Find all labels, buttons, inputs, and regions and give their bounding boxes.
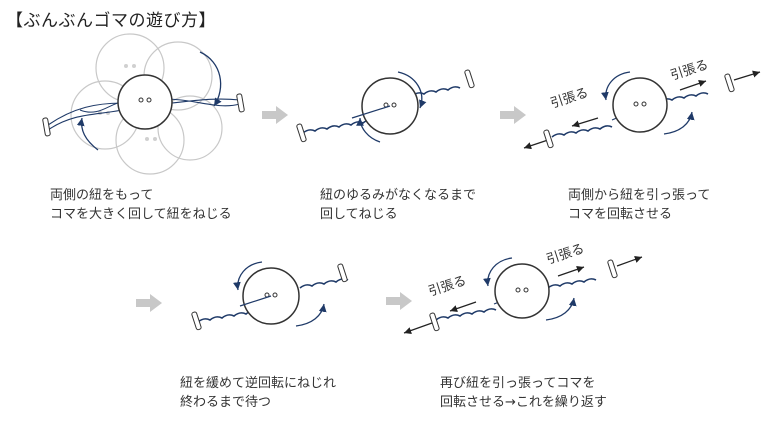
step1-illustration: [42, 33, 245, 175]
step-arrow-3: [136, 294, 162, 312]
step4-illustration: [191, 261, 349, 331]
step5-caption: 再び紐を引っ張ってコマを 回転させる→これを繰り返す: [440, 376, 607, 410]
step3-illustration: 引張る 引張る: [523, 57, 761, 150]
step3-caption: 両側から紐を引っ張って コマを回転させる: [568, 188, 711, 222]
step2-illustration: [296, 69, 475, 143]
pull-label-right: 引張る: [669, 57, 711, 83]
page-title: 【ぶんぶんゴマの遊び方】: [6, 11, 216, 31]
step-arrow-4: [386, 292, 412, 310]
step1-caption: 両側の紐をもって コマを大きく回して紐をねじる: [50, 188, 232, 222]
step4-caption: 紐を緩めて逆回転にねじれ 終わるまで待つ: [180, 376, 337, 410]
step2-caption: 紐のゆるみがなくなるまで 回してねじる: [320, 188, 477, 222]
step5-illustration: 引張る 引張る: [403, 241, 643, 334]
pull-label-left: 引張る: [427, 273, 469, 299]
step-arrow-2: [500, 106, 526, 124]
pull-label-left: 引張る: [549, 85, 591, 111]
step-arrow-1: [262, 106, 288, 124]
pull-label-right: 引張る: [545, 241, 587, 267]
